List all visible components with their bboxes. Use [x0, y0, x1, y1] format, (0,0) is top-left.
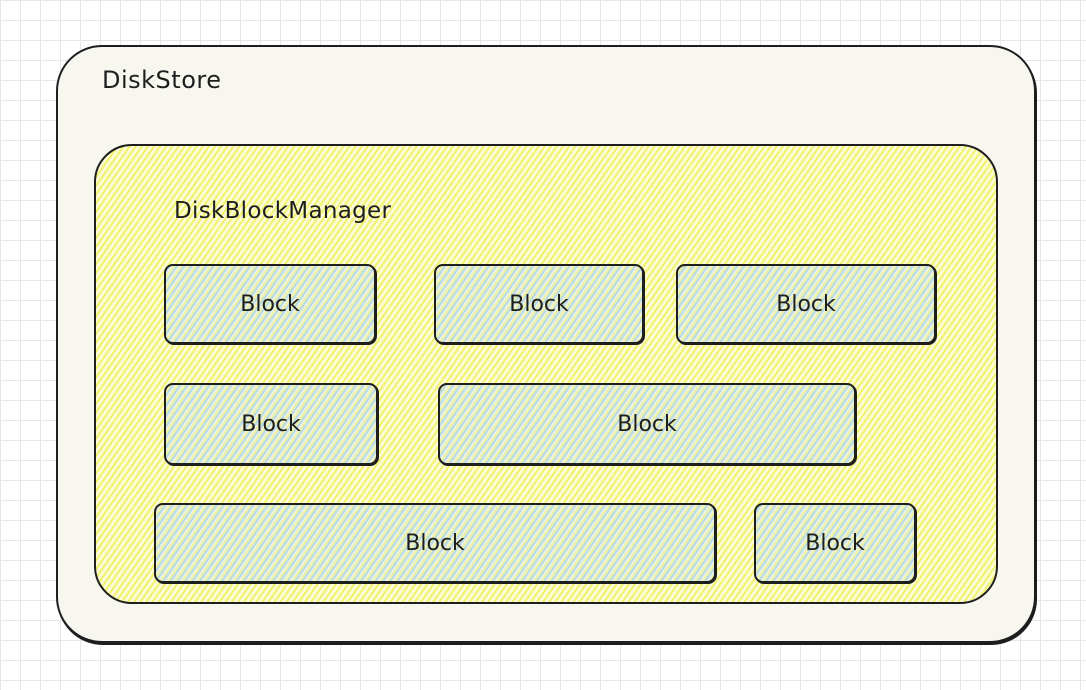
block-label: Block [241, 411, 301, 437]
block-label: Block [776, 291, 836, 317]
diskstore-title: DiskStore [102, 66, 222, 94]
block-label: Block [405, 530, 465, 556]
block-label: Block [509, 291, 569, 317]
block-label: Block [805, 530, 865, 556]
block-box: Block [154, 503, 716, 583]
block-label: Block [240, 291, 300, 317]
block-box: Block [164, 383, 378, 465]
block-box: Block [164, 264, 376, 344]
block-box: Block [434, 264, 644, 344]
diskblockmanager-title: DiskBlockManager [174, 198, 392, 224]
block-label: Block [617, 411, 677, 437]
block-box: Block [676, 264, 936, 344]
block-box: Block [754, 503, 916, 583]
block-box: Block [438, 383, 856, 465]
